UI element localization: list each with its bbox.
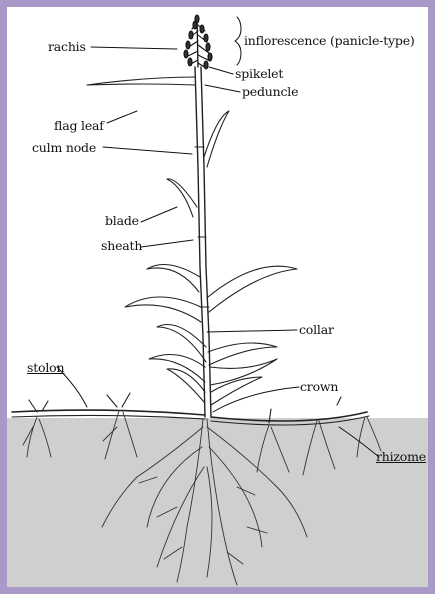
label-sheath: sheath (101, 239, 142, 253)
label-flag-leaf: flag leaf (54, 119, 104, 133)
label-stolon: stolon (27, 361, 64, 375)
label-collar: collar (299, 323, 334, 337)
label-rhizome: rhizome (376, 450, 426, 464)
label-spikelet: spikelet (235, 67, 283, 81)
roots (23, 411, 381, 585)
stolon-rhizome (12, 393, 369, 425)
label-inflorescence: inflorescence (panicle-type) (244, 34, 415, 48)
panicle (184, 15, 212, 69)
label-peduncle: peduncle (242, 85, 298, 99)
grass-plant-illustration (7, 7, 428, 587)
label-rachis: rachis (48, 40, 86, 54)
diagram-frame: rachis inflorescence (panicle-type) spik… (7, 7, 428, 587)
label-blade: blade (105, 214, 139, 228)
label-crown: crown (300, 380, 338, 394)
culm-stem (195, 67, 211, 417)
label-culm-node: culm node (32, 141, 96, 155)
